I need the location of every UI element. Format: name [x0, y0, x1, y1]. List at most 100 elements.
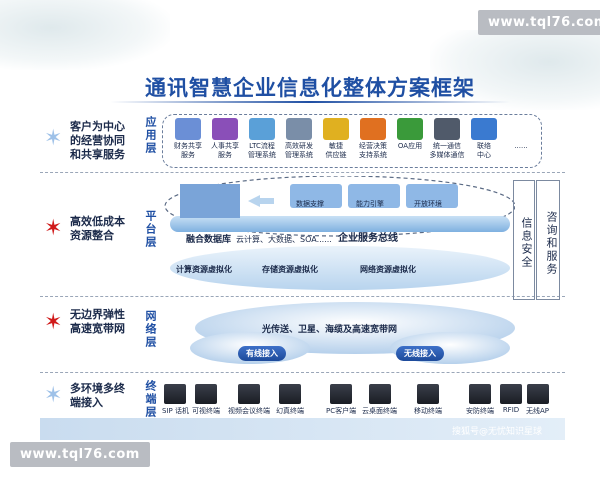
terminal-item: 幻真终端 — [276, 384, 304, 416]
module-data-support — [290, 184, 342, 208]
separator-platform-network — [40, 296, 565, 298]
module-label: 开放环境 — [414, 200, 442, 208]
network-layer-graphic — [190, 302, 515, 364]
app-item: 人事共享服务 — [203, 118, 247, 160]
module-capability-engine — [348, 184, 400, 208]
virt-compute-label: 计算资源虚拟化 — [176, 265, 232, 274]
title-underline — [110, 101, 510, 103]
app-label-line1: 财务共享 — [174, 142, 202, 150]
app-label-line1: 人事共享 — [211, 142, 239, 150]
app-label-line2: 服务 — [218, 151, 232, 159]
terminal-item: 云桌面终端 — [362, 384, 397, 416]
terminal-item: 无线AP — [526, 384, 549, 416]
terminal-label: 幻真终端 — [276, 407, 304, 415]
terminal-item: SIP 话机 — [162, 384, 189, 416]
terminal-device-icon — [368, 384, 391, 404]
terminal-label: 视频会议终端 — [228, 407, 270, 415]
terminal-device-icon — [417, 384, 439, 404]
app-item: 经营决策支持系统 — [351, 118, 395, 160]
virt-network-label: 网络资源虚拟化 — [360, 265, 416, 274]
separator-network-terminal — [40, 372, 565, 374]
consulting-box: 咨询和服务 — [536, 180, 560, 300]
app-label-line2: 服务 — [181, 151, 195, 159]
bottom-band — [40, 418, 565, 440]
terminal-device-icon — [330, 384, 353, 404]
terminal-item: 可视终端 — [192, 384, 220, 416]
terminal-label: SIP 话机 — [162, 407, 189, 415]
terminal-label: 云桌面终端 — [362, 407, 397, 415]
app-label-line1: ...... — [514, 142, 528, 150]
app-label-line2: 多媒体通信 — [429, 151, 465, 159]
app-label-line1: OA应用 — [397, 142, 423, 150]
module-label: 数据支撑 — [296, 200, 324, 208]
terminal-label: 可视终端 — [192, 407, 220, 415]
app-icon — [286, 118, 312, 140]
app-icon — [397, 118, 423, 140]
app-item: ...... — [499, 118, 543, 151]
app-icon — [471, 118, 497, 140]
floral-decoration-right — [430, 30, 600, 110]
app-item: OA应用 — [388, 118, 432, 151]
app-layer-box — [162, 114, 542, 168]
virt-storage-label: 存储资源虚拟化 — [262, 265, 318, 274]
app-label-line2: 管理系统 — [248, 151, 276, 159]
app-item: 联络中心 — [462, 118, 506, 160]
app-icon — [508, 118, 534, 140]
terminal-device-icon — [164, 384, 187, 404]
terminal-label: RFID — [502, 406, 520, 414]
app-item: 高效研发管理系统 — [277, 118, 321, 160]
floral-decoration-left — [0, 0, 170, 70]
core-network-label: 光传送、卫星、海缆及高速宽带网 — [262, 325, 398, 335]
database-block — [180, 184, 240, 218]
app-item: 统一通信多媒体通信 — [425, 118, 469, 160]
watermark-top: www.tql76.com — [478, 10, 600, 35]
separator-app-platform — [40, 172, 565, 174]
terminal-device-icon — [469, 384, 491, 404]
virtualization-cloud — [170, 246, 510, 290]
cloud-tech-label: 云计算、大数据、SOA...... — [236, 235, 332, 244]
red-star-icon: ✶ — [44, 310, 63, 335]
terminal-item: 安防终端 — [466, 384, 494, 416]
terminal-label: 安防终端 — [466, 407, 494, 415]
fusion-db-label: 融合数据库 — [186, 235, 232, 245]
app-label-line2: 供应链 — [325, 151, 347, 159]
layer-label-app: 应用层 — [144, 116, 157, 155]
terminal-device-icon — [195, 384, 217, 404]
app-icon — [249, 118, 275, 140]
terminal-label: 无线AP — [526, 407, 550, 415]
arrow-icon — [248, 195, 274, 207]
app-label-line1: 联络 — [477, 142, 491, 150]
service-bus-band — [170, 216, 510, 232]
app-label-line1: 高效研发 — [285, 142, 313, 150]
app-label-line1: 统一通信 — [433, 142, 461, 150]
layer-label-platform: 平台层 — [144, 210, 157, 249]
app-label-line1: LTC流程 — [249, 142, 275, 150]
app-label-line1: 敏捷 — [329, 142, 343, 150]
terminal-item: 视频会议终端 — [228, 384, 270, 416]
platform-layer-graphic — [164, 176, 515, 290]
left-label-network: 无边界弹性 高速宽带网 — [70, 308, 125, 335]
app-icon — [434, 118, 460, 140]
app-icon — [212, 118, 238, 140]
terminal-label: 移动终端 — [414, 407, 442, 415]
app-icon — [323, 118, 349, 140]
blue-star-icon: ✶ — [44, 383, 63, 408]
app-item: 敏捷供应链 — [314, 118, 358, 160]
app-label-line1: 经营决策 — [359, 142, 387, 150]
diagram-title: 通讯智慧企业信息化整体方案框架 — [145, 76, 475, 100]
terminal-item: PC客户端 — [326, 384, 356, 416]
info-security-box: 信息安全 — [513, 180, 535, 300]
layer-label-network: 网络层 — [144, 310, 157, 349]
app-label-line2: 管理系统 — [285, 151, 313, 159]
service-bus-label: 企业服务总线 — [338, 233, 398, 244]
layer-label-terminal: 终端层 — [144, 380, 157, 419]
module-open-env — [406, 184, 458, 208]
blue-star-icon: ✶ — [44, 126, 63, 151]
left-label-app: 客户为中心 的经营协同 和共享服务 — [70, 120, 125, 161]
watermark-bottom: www.tql76.com — [10, 442, 150, 467]
left-label-platform: 高效低成本 资源整合 — [70, 215, 125, 242]
app-item: LTC流程管理系统 — [240, 118, 284, 160]
app-icon — [360, 118, 386, 140]
module-label: 能力引擎 — [356, 200, 384, 208]
